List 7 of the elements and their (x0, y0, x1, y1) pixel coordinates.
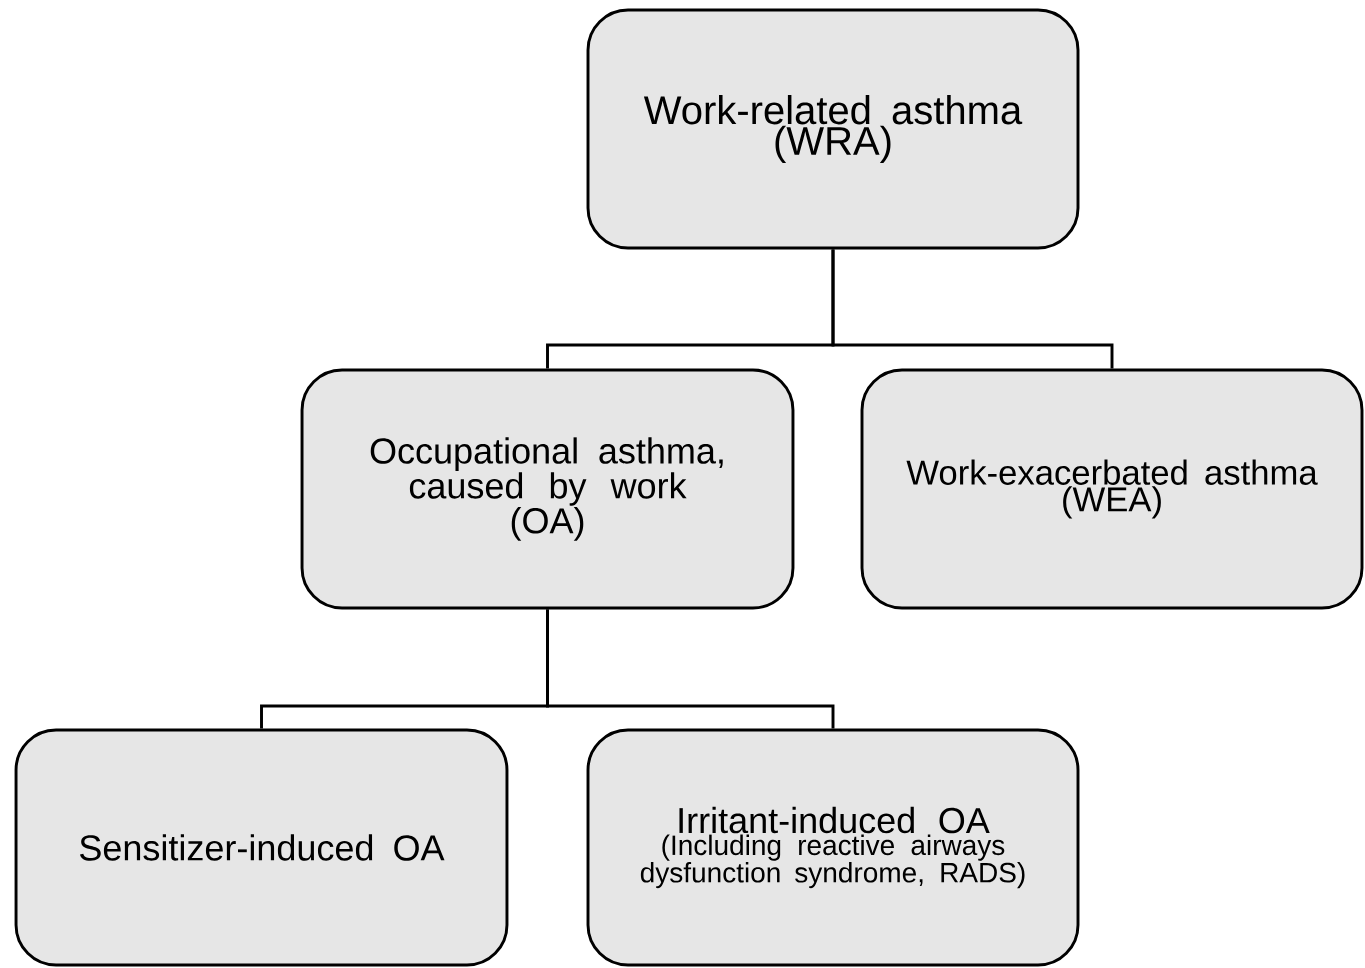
rounded-box: Sensitizer-induced OA (14, 728, 509, 967)
rounded-box: Work-related asthma (WRA) (586, 8, 1080, 250)
rounded-box: Work-exacerbated asthma (WEA) (860, 368, 1364, 610)
connector-line (546, 609, 835, 729)
connector-line (831, 249, 1114, 369)
rounded-box: Occupational asthma, caused by work (OA) (300, 368, 795, 610)
rounded-box: Irritant-induced OA (Including reactive airways dysfunction syndrome, RADS) (586, 728, 1080, 967)
